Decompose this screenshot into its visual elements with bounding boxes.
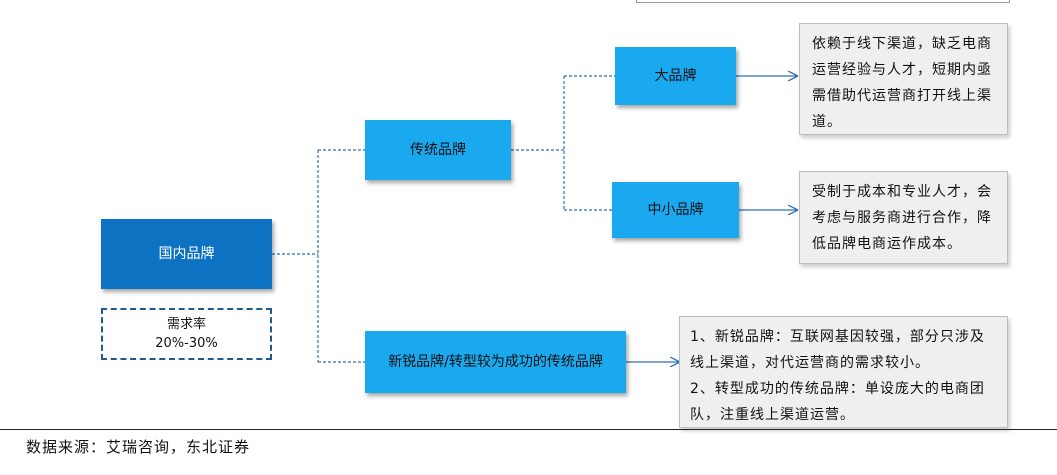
big-brand-note-text: 依赖于线下渠道，缺乏电商运营经验与人才，短期内亟需借助代运营商打开线上渠道。 xyxy=(812,36,992,130)
new-brand-note: 1、新锐品牌：互联网基因较强，部分只涉及线上渠道，对代运营商的需求较小。 2、转… xyxy=(679,316,1008,428)
big-brand-note: 依赖于线下渠道，缺乏电商运营经验与人才，短期内亟需借助代运营商打开线上渠道。 xyxy=(799,23,1008,135)
top-frame-edge xyxy=(636,0,1010,3)
new-brand-box: 新锐品牌/转型较为成功的传统品牌 xyxy=(365,331,626,393)
big-brand-label: 大品牌 xyxy=(654,67,697,84)
new-brand-label: 新锐品牌/转型较为成功的传统品牌 xyxy=(388,353,603,370)
new-brand-note-line2: 2、转型成功的传统品牌：单设庞大的电商团队，注重线上渠道运营。 xyxy=(690,380,985,423)
source-text: 数据来源：艾瑞咨询，东北证券 xyxy=(26,438,251,456)
small-brand-label: 中小品牌 xyxy=(647,201,704,218)
new-brand-note-line1: 1、新锐品牌：互联网基因较强，部分只涉及线上渠道，对代运营商的需求较小。 xyxy=(690,329,985,371)
root-brand-label: 国内品牌 xyxy=(158,245,215,262)
demand-rate-label: 需求率 xyxy=(166,316,206,332)
big-brand-box: 大品牌 xyxy=(615,47,736,105)
small-brand-note-text: 受制于成本和专业人才，会考虑与服务商进行合作，降低品牌电商运作成本。 xyxy=(812,184,992,252)
demand-rate-value: 20%-30% xyxy=(155,336,218,351)
small-brand-box: 中小品牌 xyxy=(612,182,739,238)
demand-rate-box: 需求率 20%-30% xyxy=(101,308,272,360)
traditional-brand-box: 传统品牌 xyxy=(365,120,511,180)
small-brand-note: 受制于成本和专业人才，会考虑与服务商进行合作，降低品牌电商运作成本。 xyxy=(799,171,1008,264)
traditional-brand-label: 传统品牌 xyxy=(410,141,466,158)
root-brand-box: 国内品牌 xyxy=(101,219,272,289)
source-divider xyxy=(0,429,1057,430)
